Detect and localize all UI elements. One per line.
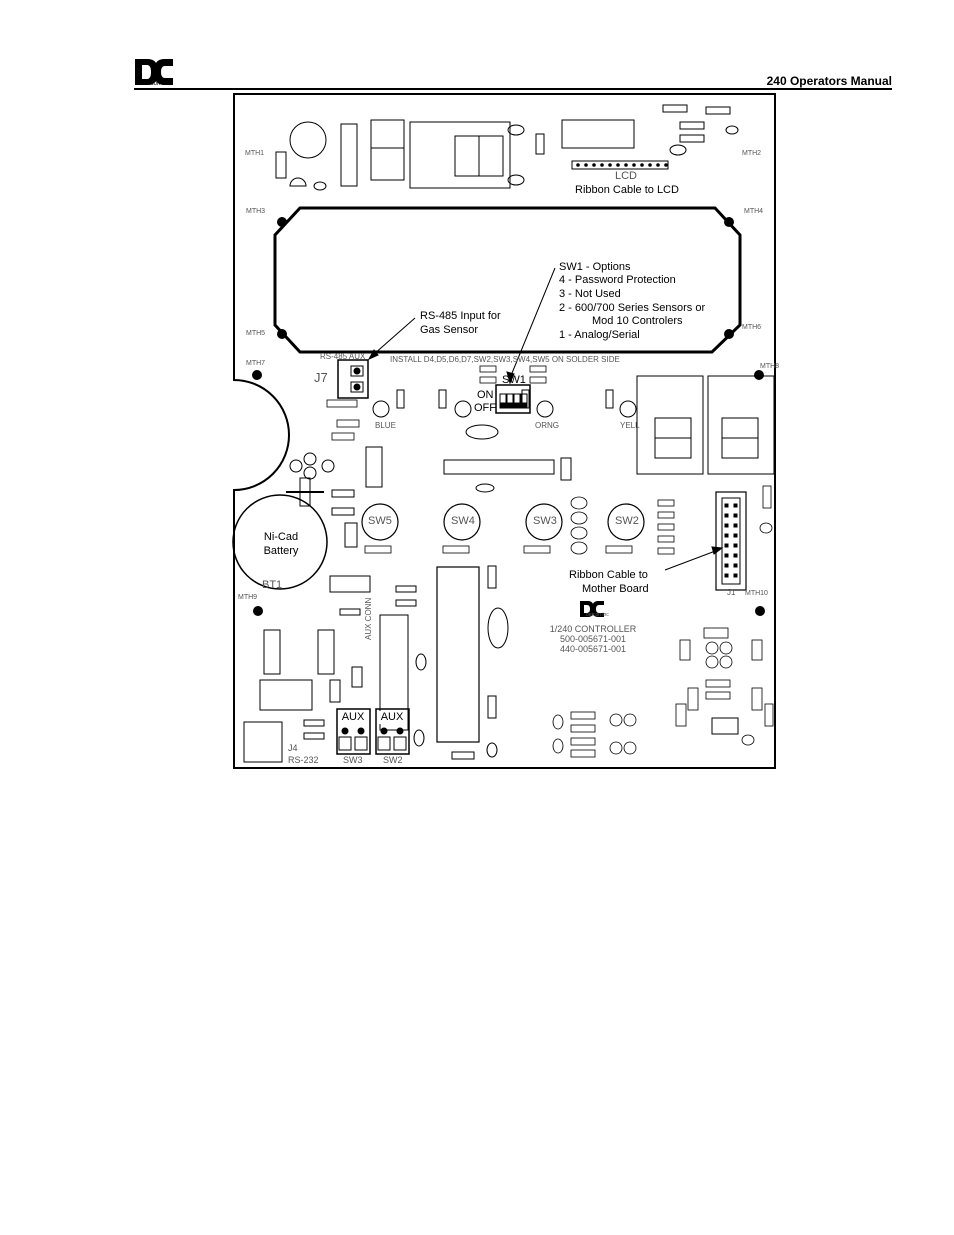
yell-led-label: YELL xyxy=(620,421,640,430)
sw1-option-1: 1 - Analog/Serial xyxy=(559,329,640,341)
sw3-button xyxy=(525,503,563,541)
aux-conn-label: AUX CONN xyxy=(364,597,373,640)
mth2-label: MTH2 xyxy=(742,150,762,157)
sw1-on-label: ON xyxy=(477,389,494,401)
product-line-3: 440-005671-001 xyxy=(559,644,627,654)
mth10-label: MTH10 xyxy=(745,590,768,597)
sw5-button xyxy=(361,503,399,541)
aux-terminals xyxy=(336,708,410,755)
sw1-off-label: OFF xyxy=(474,402,496,414)
j1-label: J1 xyxy=(727,588,736,597)
lcd-window xyxy=(273,206,742,354)
battery-label-line1: Ni-Cad xyxy=(263,531,299,543)
mth5-label: MTH5 xyxy=(246,330,266,337)
sw2-silk: SW2 xyxy=(615,515,639,527)
sw4-silk: SW4 xyxy=(451,515,475,527)
j4-label: J4 xyxy=(288,743,298,753)
sw2-button xyxy=(607,503,645,541)
mounting-holes xyxy=(252,217,765,616)
header-rule xyxy=(134,88,892,90)
buzzer xyxy=(289,121,327,159)
product-line-2: 500-005671-001 xyxy=(559,634,627,644)
install-note: INSTALL D4,D5,D6,D7,SW2,SW3,SW4,SW5 ON S… xyxy=(390,355,620,364)
j7-connector xyxy=(337,359,369,399)
sw1-option-3: 3 - Not Used xyxy=(559,288,621,300)
battery-label-line2: Battery xyxy=(263,545,299,557)
mth9-label: MTH9 xyxy=(238,594,258,601)
regulator-module xyxy=(409,121,511,189)
blue-led-label: BLUE xyxy=(375,421,396,430)
mth6-label: MTH6 xyxy=(742,324,762,331)
bt1-label: BT1 xyxy=(262,579,283,591)
manual-title: 240 Operators Manual xyxy=(766,74,892,88)
mth7-label: MTH7 xyxy=(246,360,266,367)
ribbon-lcd-label: Ribbon Cable to LCD xyxy=(575,184,679,196)
sw1-option-2: 2 - 600/700 Series Sensors or xyxy=(559,302,706,314)
sw1-dip-switch xyxy=(495,384,531,414)
product-line-1: 1/240 CONTROLLER xyxy=(549,624,637,634)
j1-ribbon-header xyxy=(715,491,747,591)
board-logo-caption: detcon inc xyxy=(586,612,609,618)
rs485-label-line1: RS-485 Input for xyxy=(420,310,501,322)
mth3-label: MTH3 xyxy=(246,208,266,215)
sw3-term-label: SW3 xyxy=(343,755,363,765)
detcon-logo-icon xyxy=(135,59,173,85)
pushbuttons xyxy=(361,503,645,541)
aux-label-2: AUX xyxy=(377,711,407,724)
ic-u1 xyxy=(443,459,555,475)
logo-caption: detcon inc xyxy=(142,81,170,87)
rs485-aux-silk: RS-485 AUX xyxy=(320,352,366,361)
board-outline xyxy=(233,93,776,769)
crystal-top xyxy=(561,119,635,149)
mcu-chip xyxy=(436,566,480,743)
leds xyxy=(372,389,637,418)
sw4-button xyxy=(443,503,481,541)
relays xyxy=(636,375,775,475)
mth8-label: MTH8 xyxy=(760,363,780,370)
aux-label-1: AUX xyxy=(338,711,368,724)
ribbon-mother-label-line1: Ribbon Cable to xyxy=(569,569,648,581)
mth1-label: MTH1 xyxy=(245,150,265,157)
rs232-label: RS-232 xyxy=(288,755,319,765)
sw1-option-4: 4 - Password Protection xyxy=(559,274,676,286)
sw2-term-label: SW2 xyxy=(383,755,403,765)
lcd-ribbon-header xyxy=(571,160,669,170)
ribbon-mother-label-line2: Mother Board xyxy=(582,583,649,595)
sw1-name-label: SW1 xyxy=(502,374,526,386)
board-logo-icon xyxy=(580,601,604,617)
sw1-option-2-cont: Mod 10 Controlers xyxy=(592,315,683,327)
sw5-silk: SW5 xyxy=(368,515,392,527)
sw3-silk: SW3 xyxy=(533,515,557,527)
rs485-label-line2: Gas Sensor xyxy=(420,324,479,336)
j7-label: J7 xyxy=(314,370,328,385)
orng-led-label: ORNG xyxy=(535,421,559,430)
sw1-options-title: SW1 - Options xyxy=(559,261,631,273)
mth4-label: MTH4 xyxy=(744,208,764,215)
lcd-silk-label: LCD xyxy=(615,170,638,182)
nicad-battery xyxy=(232,494,328,590)
